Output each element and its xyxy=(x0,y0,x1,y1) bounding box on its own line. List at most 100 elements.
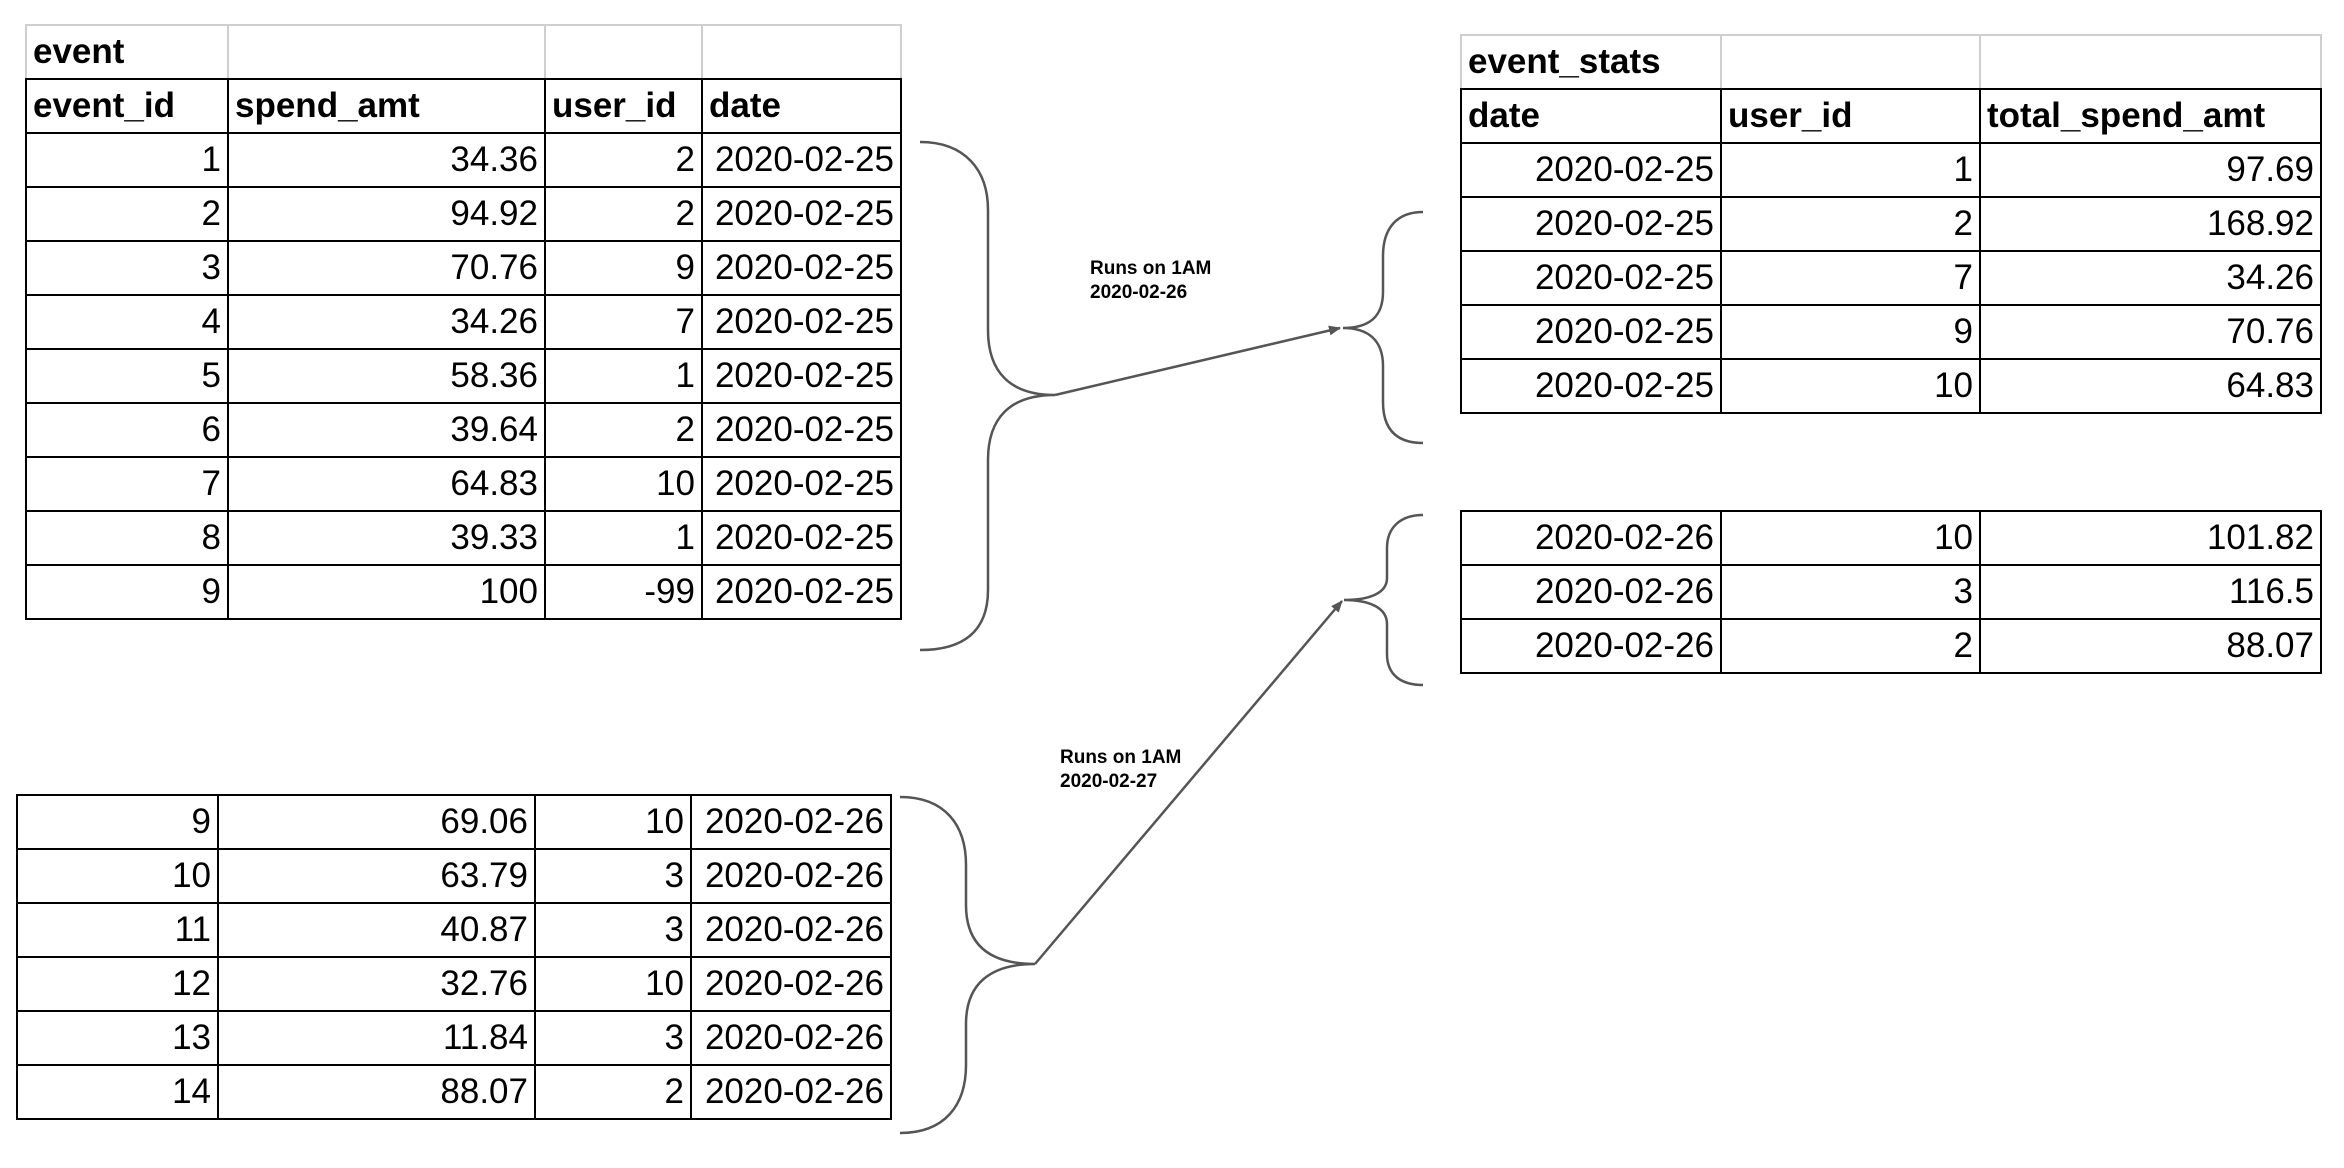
table-cell: 2 xyxy=(544,402,703,458)
table-cell: 70.76 xyxy=(227,240,546,296)
table-cell: 2020-02-25 xyxy=(701,510,902,566)
table-cell: 2 xyxy=(544,132,703,188)
event-stats-title: event_stats xyxy=(1460,34,1722,90)
table-cell: 3 xyxy=(534,848,692,904)
table-cell: 94.92 xyxy=(227,186,546,242)
table-cell: 9 xyxy=(1720,304,1981,360)
table-cell: 63.79 xyxy=(217,848,536,904)
table-cell: 3 xyxy=(534,902,692,958)
table-cell: 2020-02-25 xyxy=(701,240,902,296)
run-label-2-line1: Runs on 1AM xyxy=(1060,747,1182,768)
table-cell: 1 xyxy=(544,510,703,566)
table-cell: 39.33 xyxy=(227,510,546,566)
table-cell: 3 xyxy=(534,1010,692,1066)
table-cell: 40.87 xyxy=(217,902,536,958)
table-cell: 10 xyxy=(1720,358,1981,414)
table-title-row: event_stats xyxy=(1460,34,2322,90)
table-cell: 2020-02-26 xyxy=(690,902,892,958)
table-cell: 69.06 xyxy=(217,794,536,850)
brace-event-stats-batch-2 xyxy=(1343,513,1424,687)
table-cell: 2 xyxy=(1720,618,1981,674)
table-cell: 2020-02-25 xyxy=(701,132,902,188)
table-cell: 39.64 xyxy=(227,402,546,458)
table-cell: 2020-02-25 xyxy=(701,294,902,350)
column-header: user_id xyxy=(544,78,703,134)
table-cell: 9 xyxy=(544,240,703,296)
table-cell: 7 xyxy=(544,294,703,350)
table-cell: 3 xyxy=(1720,564,1981,620)
table-cell: 10 xyxy=(544,456,703,512)
brace-event-batch-1 xyxy=(919,140,1056,652)
table-cell: 64.83 xyxy=(227,456,546,512)
arrow-run-1 xyxy=(1054,325,1341,397)
table-cell: 32.76 xyxy=(217,956,536,1012)
run-label-1: Runs on 1AM 2020-02-26 xyxy=(1090,257,1211,305)
table-cell: 2020-02-25 xyxy=(1460,250,1722,306)
table-cell: 34.36 xyxy=(227,132,546,188)
table-cell: 7 xyxy=(25,456,229,512)
table-cell: 116.5 xyxy=(1979,564,2322,620)
arrow-run-2 xyxy=(1034,600,1343,965)
table-cell: 11 xyxy=(16,902,219,958)
column-header: spend_amt xyxy=(227,78,546,134)
table-cell: 10 xyxy=(16,848,219,904)
run-label-1-line2: 2020-02-26 xyxy=(1090,282,1188,303)
table-cell: 97.69 xyxy=(1979,142,2322,198)
table-cell: 64.83 xyxy=(1979,358,2322,414)
table-cell: 2020-02-25 xyxy=(701,564,902,620)
brace-event-batch-2 xyxy=(899,795,1036,1135)
table-cell: 8 xyxy=(25,510,229,566)
table-cell: 2020-02-25 xyxy=(1460,358,1722,414)
run-label-2-line2: 2020-02-27 xyxy=(1060,771,1158,792)
column-header: user_id xyxy=(1720,88,1981,144)
table-cell: 2020-02-26 xyxy=(690,794,892,850)
run-label-1-line1: Runs on 1AM xyxy=(1090,258,1212,279)
table-cell: 1 xyxy=(1720,142,1981,198)
table-cell: 2020-02-25 xyxy=(1460,304,1722,360)
table-cell: 1 xyxy=(25,132,229,188)
table-cell: 2020-02-25 xyxy=(1460,142,1722,198)
table-cell: 34.26 xyxy=(1979,250,2322,306)
table-cell: 10 xyxy=(534,794,692,850)
table-cell: 13 xyxy=(16,1010,219,1066)
table-cell: 2 xyxy=(25,186,229,242)
table-cell: 14 xyxy=(16,1064,219,1120)
table-cell: 2020-02-26 xyxy=(1460,510,1722,566)
table-cell: 2020-02-25 xyxy=(701,456,902,512)
table-cell: 9 xyxy=(16,794,219,850)
column-header: date xyxy=(701,78,902,134)
table-cell: 2020-02-26 xyxy=(690,1010,892,1066)
table-cell: 11.84 xyxy=(217,1010,536,1066)
table-cell: 2020-02-25 xyxy=(701,348,902,404)
column-header: date xyxy=(1460,88,1722,144)
table-cell: 12 xyxy=(16,956,219,1012)
table-cell: 100 xyxy=(227,564,546,620)
table-cell: 2 xyxy=(544,186,703,242)
table-cell: 6 xyxy=(25,402,229,458)
